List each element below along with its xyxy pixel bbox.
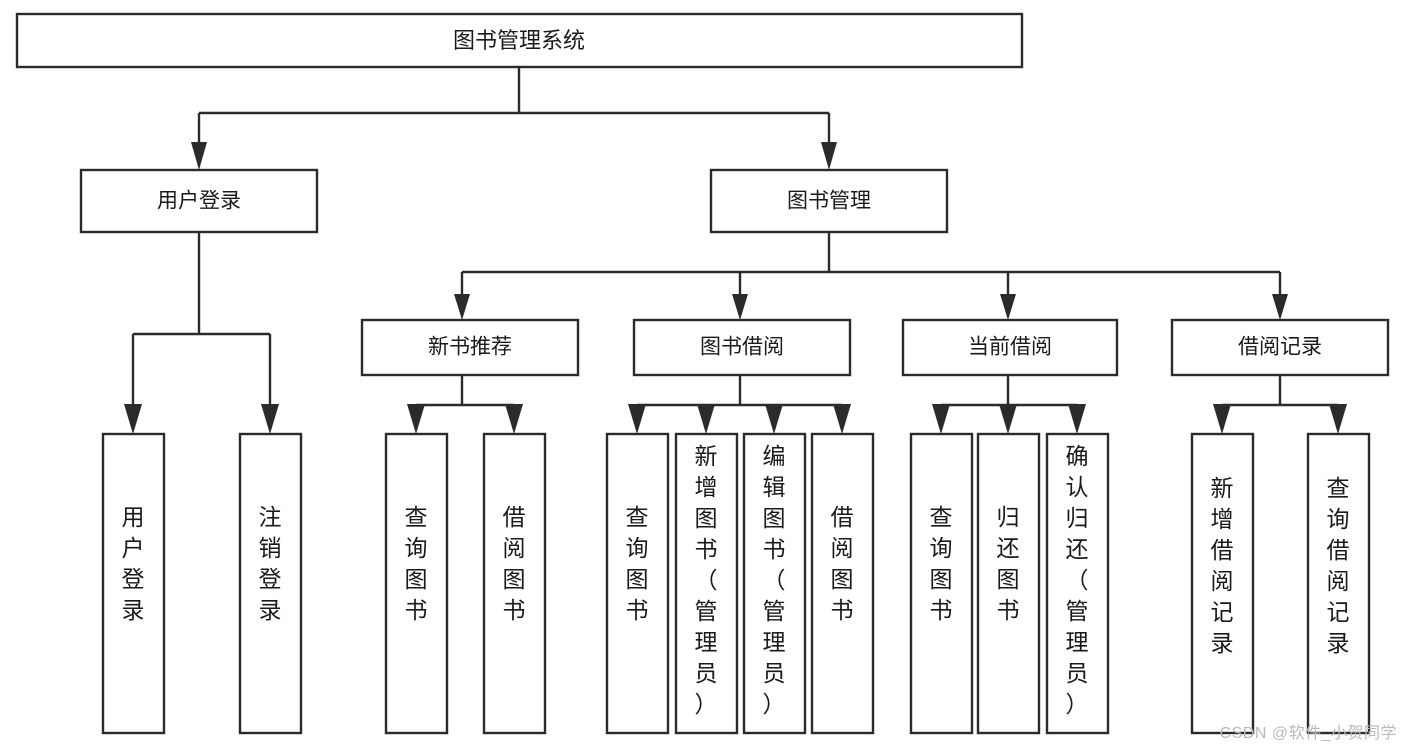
leaf-borrow-book-2[interactable]: 借阅图书: [810, 432, 875, 735]
leaf-query-record[interactable]: 查询借阅记录: [1306, 432, 1371, 735]
leaf-edit-book-box[interactable]: [742, 432, 807, 735]
leaf-add-book-label: 新增图书（管理员）: [695, 443, 718, 717]
arrowhead-user-login: [191, 142, 207, 170]
leaf-add-book[interactable]: 新增图书（管理员）: [674, 432, 739, 735]
leaf-add-record-box[interactable]: [1190, 432, 1255, 735]
node-current-borrow-box[interactable]: [901, 318, 1119, 377]
leaf-return-book[interactable]: 归还图书: [976, 432, 1041, 735]
node-book-borrow-label: 图书借阅: [700, 336, 784, 359]
leaf-query-book-3-label: 查询图书: [930, 504, 953, 623]
leaf-query-book-1-label: 查询图书: [405, 504, 428, 623]
node-book-management-label: 图书管理: [787, 190, 871, 213]
node-borrow-record-label: 借阅记录: [1238, 336, 1322, 359]
leaf-borrow-book-2-box[interactable]: [810, 432, 875, 735]
leaf-add-book-box[interactable]: [674, 432, 739, 735]
leaf-query-record-box[interactable]: [1306, 432, 1371, 735]
leaf-add-record-label: 新增借阅记录: [1211, 475, 1234, 656]
leaf-query-book-2[interactable]: 查询图书: [605, 432, 670, 735]
arrowhead-leaf-add-book: [697, 404, 715, 434]
arrowhead-leaf-edit-book: [765, 404, 783, 434]
leaf-return-book-box[interactable]: [976, 432, 1041, 735]
arrowhead-leaf-add-record: [1213, 404, 1231, 434]
connector-group-root: [191, 67, 837, 170]
leaf-user-login[interactable]: 用户登录: [101, 432, 166, 735]
node-user-login[interactable]: 用户登录: [79, 168, 319, 234]
leaf-query-book-1-box[interactable]: [384, 432, 449, 735]
node-book-borrow-box[interactable]: [632, 318, 852, 377]
arrowhead-leaf-confirm-return: [1068, 404, 1086, 434]
arrowhead-leaf-return-book: [999, 404, 1017, 434]
arrowhead-leaf-borrow-book-1: [505, 404, 523, 434]
leaf-borrow-book-1-label: 借阅图书: [503, 504, 526, 623]
connector-group-user-login: [124, 232, 279, 434]
leaf-query-record-label: 查询借阅记录: [1327, 475, 1350, 656]
leaf-logout-label: 注销登录: [259, 504, 282, 623]
node-book-management[interactable]: 图书管理: [709, 168, 949, 234]
arrowhead-leaf-borrow-book-2: [833, 404, 851, 434]
arrowhead-borrow-record: [1272, 294, 1288, 320]
leaf-query-book-3[interactable]: 查询图书: [909, 432, 974, 735]
arrowhead-leaf-query-book-2: [628, 404, 646, 434]
leaf-confirm-return-label: 确认归还（管理员）: [1066, 443, 1089, 717]
leaf-query-book-2-label: 查询图书: [626, 504, 649, 623]
connector-group-book-management: [454, 232, 1288, 320]
node-borrow-record[interactable]: 借阅记录: [1170, 318, 1390, 377]
leaf-confirm-return[interactable]: 确认归还（管理员）: [1045, 432, 1110, 735]
leaf-query-book-2-box[interactable]: [605, 432, 670, 735]
arrowhead-current-borrow: [1000, 294, 1016, 320]
node-book-borrow[interactable]: 图书借阅: [632, 318, 852, 377]
node-user-login-box[interactable]: [79, 168, 319, 234]
leaf-borrow-book-1[interactable]: 借阅图书: [482, 432, 547, 735]
leaf-query-book-1[interactable]: 查询图书: [384, 432, 449, 735]
node-new-book-recommend-box[interactable]: [360, 318, 580, 377]
arrowhead-leaf-query-record: [1329, 404, 1347, 434]
leaf-edit-book-label: 编辑图书（管理员）: [763, 443, 786, 717]
connector-group-current-borrow: [932, 375, 1086, 434]
leaf-user-login-box[interactable]: [101, 432, 166, 735]
arrowhead-book-borrow: [732, 294, 748, 320]
node-new-book-recommend-label: 新书推荐: [428, 336, 512, 359]
leaf-borrow-book-1-box[interactable]: [482, 432, 547, 735]
leaf-query-book-3-box[interactable]: [909, 432, 974, 735]
node-root-label: 图书管理系统: [453, 28, 585, 53]
leaf-user-login-label: 用户登录: [122, 504, 145, 623]
connector-group-borrow-record: [1213, 375, 1347, 434]
arrowhead-book-management: [821, 142, 837, 170]
leaf-logout[interactable]: 注销登录: [238, 432, 303, 735]
leaf-return-book-label: 归还图书: [997, 504, 1020, 623]
arrowhead-new-book-recommend: [454, 294, 470, 320]
leaf-add-record[interactable]: 新增借阅记录: [1190, 432, 1255, 735]
connector-group-book-borrow: [628, 375, 851, 434]
node-book-management-box[interactable]: [709, 168, 949, 234]
node-current-borrow-label: 当前借阅: [968, 336, 1052, 359]
node-user-login-label: 用户登录: [157, 190, 241, 213]
leaf-edit-book[interactable]: 编辑图书（管理员）: [742, 432, 807, 735]
arrowhead-leaf-logout: [261, 404, 279, 434]
leaf-confirm-return-box[interactable]: [1045, 432, 1110, 735]
node-root-box[interactable]: [15, 12, 1024, 69]
node-borrow-record-box[interactable]: [1170, 318, 1390, 377]
arrowhead-leaf-query-book-1: [407, 404, 425, 434]
arrowhead-leaf-query-book-3: [932, 404, 950, 434]
node-new-book-recommend[interactable]: 新书推荐: [360, 318, 580, 377]
node-root[interactable]: 图书管理系统: [15, 12, 1024, 69]
connector-group-new-book-recommend: [407, 375, 523, 434]
arrowhead-leaf-user-login: [124, 404, 142, 434]
leaf-borrow-book-2-label: 借阅图书: [831, 504, 854, 623]
node-current-borrow[interactable]: 当前借阅: [901, 318, 1119, 377]
leaf-logout-box[interactable]: [238, 432, 303, 735]
